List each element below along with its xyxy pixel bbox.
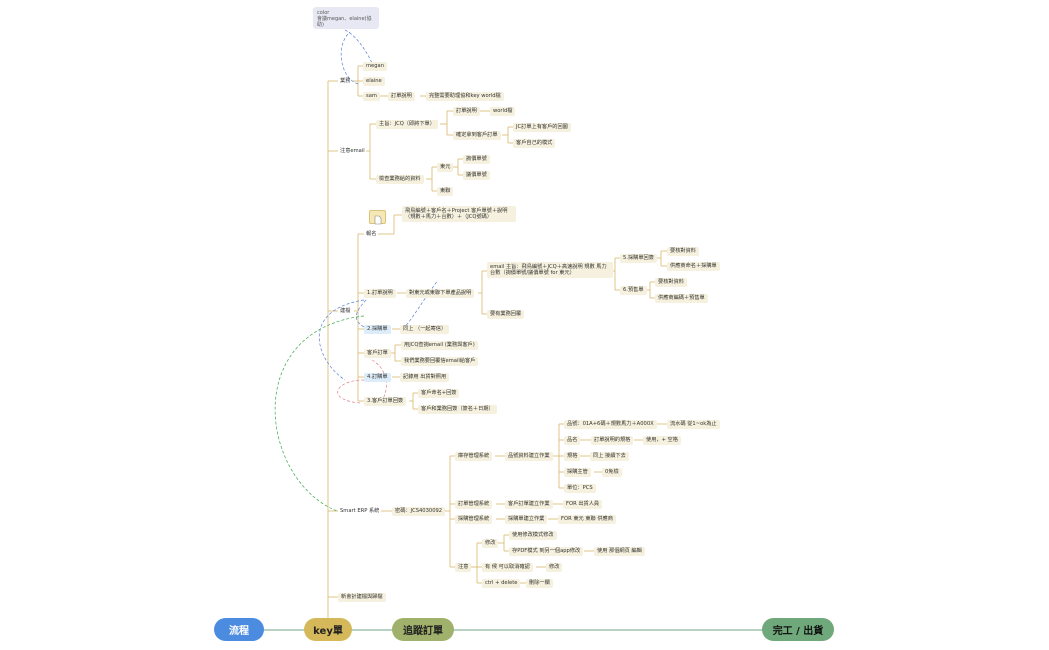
node-c2a1a[interactable]: 5.採購單回簽 — [620, 253, 657, 264]
node-c6[interactable]: 3.客戶訂單回簽 — [364, 396, 407, 407]
node-c5a[interactable]: 記錄用 出貨對照用 — [400, 372, 450, 383]
node-c3[interactable]: 2.採購單 — [364, 324, 391, 335]
node-d1d2a[interactable]: 修改 — [546, 562, 563, 573]
node-c2a[interactable]: 對東元或東聯下單產品說明 — [406, 288, 475, 299]
node-b2b[interactable]: 東聯 — [437, 186, 454, 197]
node-d1a1c1[interactable]: 同上 接續下去 — [590, 451, 629, 462]
node-d1a1b2[interactable]: 使用，+ 空格 — [643, 435, 681, 446]
node-b1a[interactable]: 訂單說明 — [453, 106, 480, 117]
node-d1d1b[interactable]: 存PDF模式 到另一個app修改 — [509, 546, 584, 557]
node-b2a[interactable]: 東元 — [437, 162, 454, 173]
node-d1a1[interactable]: 品號資料建立作業 — [505, 451, 553, 462]
node-c6b[interactable]: 客戶和業務回簽（簽名＋日期） — [418, 404, 497, 415]
node-c3a[interactable]: 同上 （一起寄信） — [400, 324, 450, 335]
node-d1a1b[interactable]: 品名 — [564, 435, 581, 446]
node-d1d1[interactable]: 修改 — [482, 538, 499, 549]
node-d1d3a[interactable]: 刪除一欄 — [526, 578, 553, 589]
node-d1c2[interactable]: FOR 東元 東聯 供應商 — [558, 514, 616, 525]
stage-key-order[interactable]: key單 — [304, 618, 352, 641]
node-b1[interactable]: 主旨：JCQ（即將下單） — [376, 119, 438, 130]
relation-arrow — [402, 279, 439, 330]
node-c2a1b[interactable]: 6.預售單 — [620, 285, 647, 296]
node-c2a1b2[interactable]: 供應商編碼＋預售單 — [655, 293, 708, 304]
node-b2a2[interactable]: 議價單號 — [463, 170, 490, 181]
node-d1d1a[interactable]: 使用修改模式修改 — [509, 530, 557, 541]
node-filing[interactable]: 建檔 — [340, 307, 351, 314]
node-b2[interactable]: 檢查業務給的資料 — [376, 174, 424, 185]
node-c2a1[interactable]: email 主旨：飛鳥編號＋JCQ＋高速說明 規數 馬力 台數（詢價單號/議價單… — [487, 262, 613, 279]
node-accounting[interactable]: 新會計建檔與歸檔 — [338, 592, 386, 603]
node-b2a1[interactable]: 詢價單號 — [463, 154, 490, 165]
stage-complete-ship[interactable]: 完工 / 出貨 — [762, 618, 834, 641]
node-d1c[interactable]: 採購管理系統 — [455, 514, 493, 525]
node-b1b2[interactable]: 客戶自己的模式 — [513, 138, 556, 149]
node-d1b1[interactable]: 客戶訂單建立作業 — [505, 499, 553, 510]
node-register[interactable]: 報名 — [366, 230, 377, 237]
node-c2a2[interactable]: 要有業務回覆 — [487, 309, 525, 320]
node-c4a[interactable]: 用JCQ查詢email (業務與客戶) — [401, 340, 478, 351]
relation-arrow — [340, 31, 359, 85]
stage-flow[interactable]: 流程 — [214, 618, 264, 641]
node-d1a1a1[interactable]: 流水碼 從1~ok為止 — [667, 419, 720, 430]
node-b1b1[interactable]: JC訂單上有客戶的回圖 — [513, 122, 571, 133]
node-d1b2[interactable]: FOR 出貨人員 — [563, 499, 603, 510]
node-d1a1e[interactable]: 單位：PCS — [564, 483, 596, 494]
stage-track-order[interactable]: 追蹤訂單 — [392, 618, 454, 641]
node-d1a1d1[interactable]: 0免檢 — [602, 467, 622, 478]
node-c2a1a2[interactable]: 供應商命名＋採購單 — [667, 261, 720, 272]
note-line-1: color — [317, 10, 330, 16]
node-d1a1d[interactable]: 採購主管 — [564, 467, 591, 478]
note-line-2: 會議megan、elaine(協助) — [317, 16, 372, 29]
node-c2a1b1[interactable]: 要核對資料 — [655, 277, 687, 288]
node-sales[interactable]: 業務 — [340, 77, 351, 84]
node-a1[interactable]: megan — [363, 61, 388, 72]
node-b1b[interactable]: 確定拿到客戶訂單 — [453, 130, 501, 141]
node-smart-erp[interactable]: Smart ERP 系統 — [340, 507, 380, 514]
node-d1a[interactable]: 庫存管理系統 — [455, 451, 493, 462]
node-d1d[interactable]: 注意 — [455, 562, 472, 573]
node-c6a[interactable]: 客戶命名+回簽 — [418, 388, 460, 399]
node-c2[interactable]: 1.訂單說明 — [364, 288, 396, 299]
node-a2[interactable]: elaine — [363, 76, 385, 87]
relation-arrow — [318, 299, 365, 381]
node-c1a[interactable]: 飛鳥編號＋客戶名＋Project 客戶單號＋說明（規數＋馬力＋台數）＋（JCQ號… — [402, 206, 516, 223]
node-c4b[interactable]: 我們業務要回覆信email給客戶 — [401, 356, 479, 367]
node-d1d1b1[interactable]: 使用 那個網頁 編輯 — [594, 546, 645, 557]
node-d1d3[interactable]: ctrl + delete — [482, 578, 521, 589]
relation-arrow — [371, 359, 387, 406]
node-a3b[interactable]: 完整需要助理協和key world檔 — [426, 91, 504, 102]
relation-arrow — [337, 379, 365, 404]
relation-arrow — [274, 315, 365, 512]
node-d1a1b1[interactable]: 訂單說明的規格 — [591, 435, 634, 446]
node-d1d2[interactable]: 有 候 可以取消確認 — [482, 562, 533, 573]
relation-arrow — [344, 29, 373, 64]
node-d1a1c[interactable]: 規格 — [564, 451, 581, 462]
color-note[interactable]: color 會議megan、elaine(協助) — [313, 7, 379, 29]
node-c2a1a1[interactable]: 要核對資料 — [667, 246, 699, 257]
node-a3a[interactable]: 訂單說明 — [388, 91, 415, 102]
node-a3[interactable]: sam — [363, 91, 380, 102]
relation-arrow — [356, 299, 367, 328]
node-c5[interactable]: 4.訂購單 — [364, 372, 391, 383]
node-d1a1a[interactable]: 品號：01A+6碼＋規數馬力＋A000X — [564, 419, 657, 430]
node-d1c1[interactable]: 採購單建立作業 — [505, 514, 548, 525]
node-d1b[interactable]: 訂單管理系統 — [455, 499, 493, 510]
node-d1[interactable]: 密碼：JCS4030092 — [392, 506, 446, 517]
node-email[interactable]: 注意email — [340, 147, 365, 154]
node-c4[interactable]: 客戶訂單 — [364, 348, 391, 359]
node-b1a1[interactable]: world檔 — [490, 106, 516, 117]
document-icon — [369, 210, 386, 225]
